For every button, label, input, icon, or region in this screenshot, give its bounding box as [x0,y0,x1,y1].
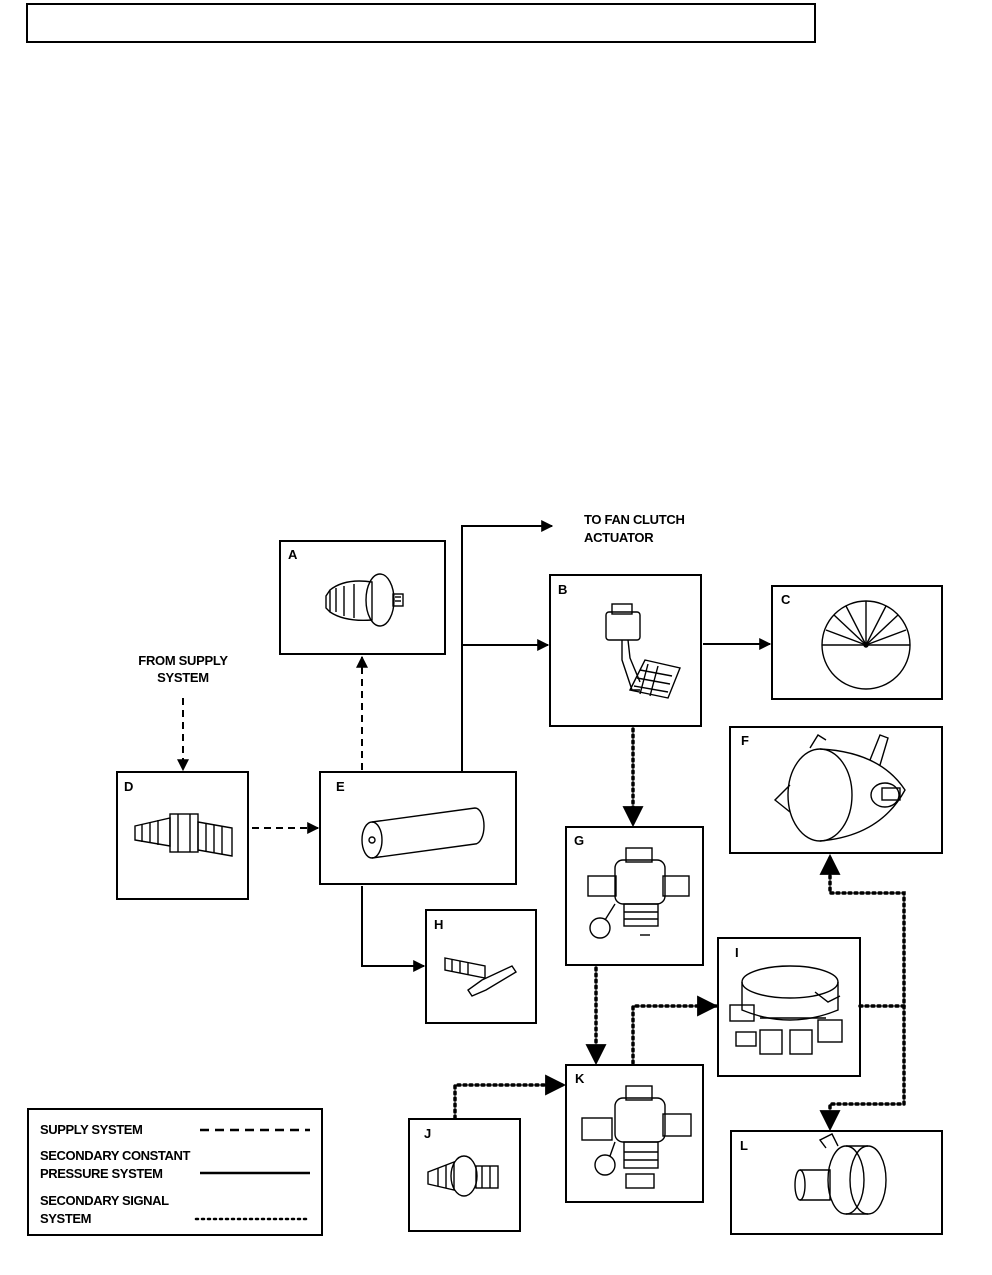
component-box-j: J [408,1118,521,1232]
component-box-a: A [279,540,446,655]
component-box-i: I [717,937,861,1077]
component-box-b: B [549,574,702,727]
reservoir-illustration [361,807,485,859]
label-k: K [575,1071,585,1086]
supply-source-label-line1: FROM SUPPLY [138,653,228,668]
component-box-d: D [116,771,249,900]
gauge-illustration [821,600,911,690]
brake-chamber-2-illustration [794,1133,887,1215]
legend-signal-label-line1: SECONDARY SIGNAL [40,1193,169,1208]
component-box-k: K [565,1064,704,1203]
component-box-c: C [771,585,943,700]
supply-source-label-line2: SYSTEM [157,670,209,685]
label-g: G [574,833,584,848]
supply-connections [177,655,368,834]
component-box-g: G [565,826,704,966]
relay-valve-illustration [587,847,690,939]
stoplight-switch-illustration [427,1155,499,1197]
label-h: H [434,917,443,932]
legend: SUPPLY SYSTEM SECONDARY CONSTANT PRESSUR… [27,1108,323,1236]
legend-constant-label-line2: PRESSURE SYSTEM [40,1166,163,1181]
label-c: C [781,592,791,607]
label-e: E [336,779,345,794]
relay-valve-2-illustration [581,1085,692,1189]
component-box-f: F [729,726,943,854]
fan-clutch-label-line1: TO FAN CLUTCH [584,512,685,527]
spring-brake-valve-illustration [729,965,843,1055]
header-box [26,3,816,43]
component-box-e: E [319,771,517,885]
label-a: A [288,547,298,562]
legend-constant-label-line1: SECONDARY CONSTANT [40,1148,190,1163]
fitting-illustration [134,813,233,857]
legend-signal-label-line2: SYSTEM [40,1211,91,1226]
label-j: J [424,1126,431,1141]
fan-clutch-label-line2: ACTUATOR [584,530,654,545]
constant-pressure-connections [361,520,772,972]
label-f: F [741,733,749,748]
label-d: D [124,779,133,794]
signal-connections [453,727,906,1132]
label-b: B [558,582,567,597]
label-i: I [735,945,739,960]
label-l: L [740,1138,748,1153]
component-box-l: L [730,1130,943,1235]
pressure-switch-illustration [325,573,404,627]
brake-chamber-illustration [773,734,906,842]
treadle-valve-illustration [605,603,681,699]
drain-valve-illustration [444,957,517,997]
component-box-h: H [425,909,537,1024]
legend-supply-label: SUPPLY SYSTEM [40,1122,142,1137]
